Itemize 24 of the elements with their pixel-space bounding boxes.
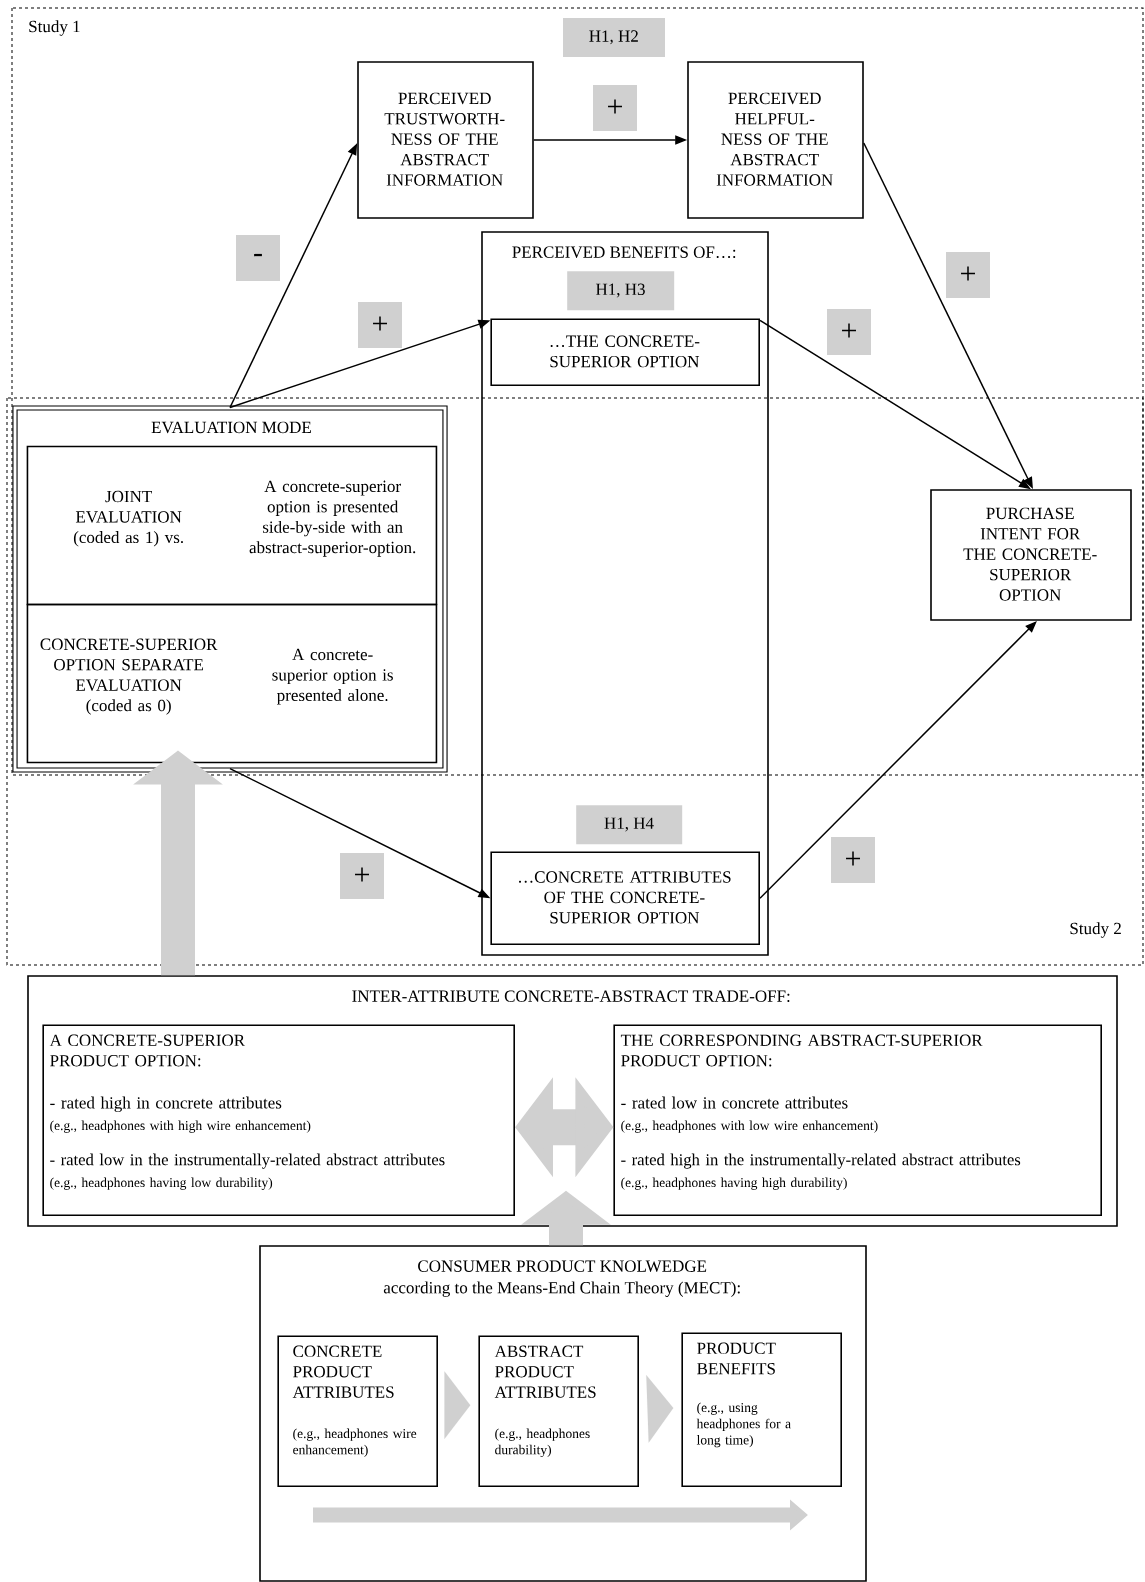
- chevron-arrow: [444, 1371, 471, 1440]
- table-row: JOINT EVALUATION (coded as 1) vs. A concrete-superior option is presented side-by-side with an abstract-superior-option.: [26, 445, 438, 606]
- sign-label: +: [946, 252, 990, 298]
- hypothesis-tag: H1, H4: [576, 805, 683, 845]
- concept-box: PERCEIVED HELPFUL-NESS OF THE ABSTRACT INFORMATION: [687, 61, 864, 219]
- stage-box: PRODUCT BENEFITS (e.g., using headphones for a long time): [681, 1332, 842, 1487]
- table-row: CONCRETE-SUPERIOR OPTION SEPARATE EVALUATION (coded as 0) A concrete-superior option is presented alone.: [26, 603, 438, 764]
- sign-label: +: [358, 302, 402, 348]
- stage-box: CONCRETE PRODUCT ATTRIBUTES (e.g., headphones wire enhancement): [277, 1335, 438, 1487]
- option-box: A CONCRETE-SUPERIOR PRODUCT OPTION: - rated high in concrete attributes (e.g., headphones with high wire enhancement) - rated low in the instrumentally-related abstract attributes (e.g., headphones having low durability): [42, 1024, 515, 1216]
- concept-box: PURCHASE INTENT FOR THE CONCRETE-SUPERIOR OPTION: [930, 489, 1132, 621]
- sign-label: +: [340, 853, 384, 899]
- concept-box: …CONCRETE ATTRIBUTES OF THE CONCRETE-SUPERIOR OPTION: [490, 851, 760, 945]
- sign-label: +: [593, 85, 637, 131]
- sign-label: +: [827, 309, 871, 355]
- sign-label: -: [236, 235, 280, 281]
- sign-label: +: [831, 837, 875, 883]
- hypothesis-tag: H1, H2: [563, 18, 665, 57]
- stage-box: ABSTRACT PRODUCT ATTRIBUTES (e.g., headphones durability): [478, 1335, 639, 1487]
- concept-box: …THE CONCRETE-SUPERIOR OPTION: [490, 318, 760, 386]
- hypothesis-tag: H1, H3: [567, 271, 675, 311]
- chevron-arrow: [646, 1375, 674, 1443]
- concept-box: PERCEIVED TRUSTWORTH-NESS OF THE ABSTRACT INFORMATION: [357, 61, 534, 219]
- option-box: THE CORRESPONDING ABSTRACT-SUPERIOR PRODUCT OPTION: - rated low in concrete attributes (e.g., headphones with low wire enhancement) - rated high in the instrumentally-related abstract attributes (e.g., headphones having high durability): [613, 1024, 1102, 1216]
